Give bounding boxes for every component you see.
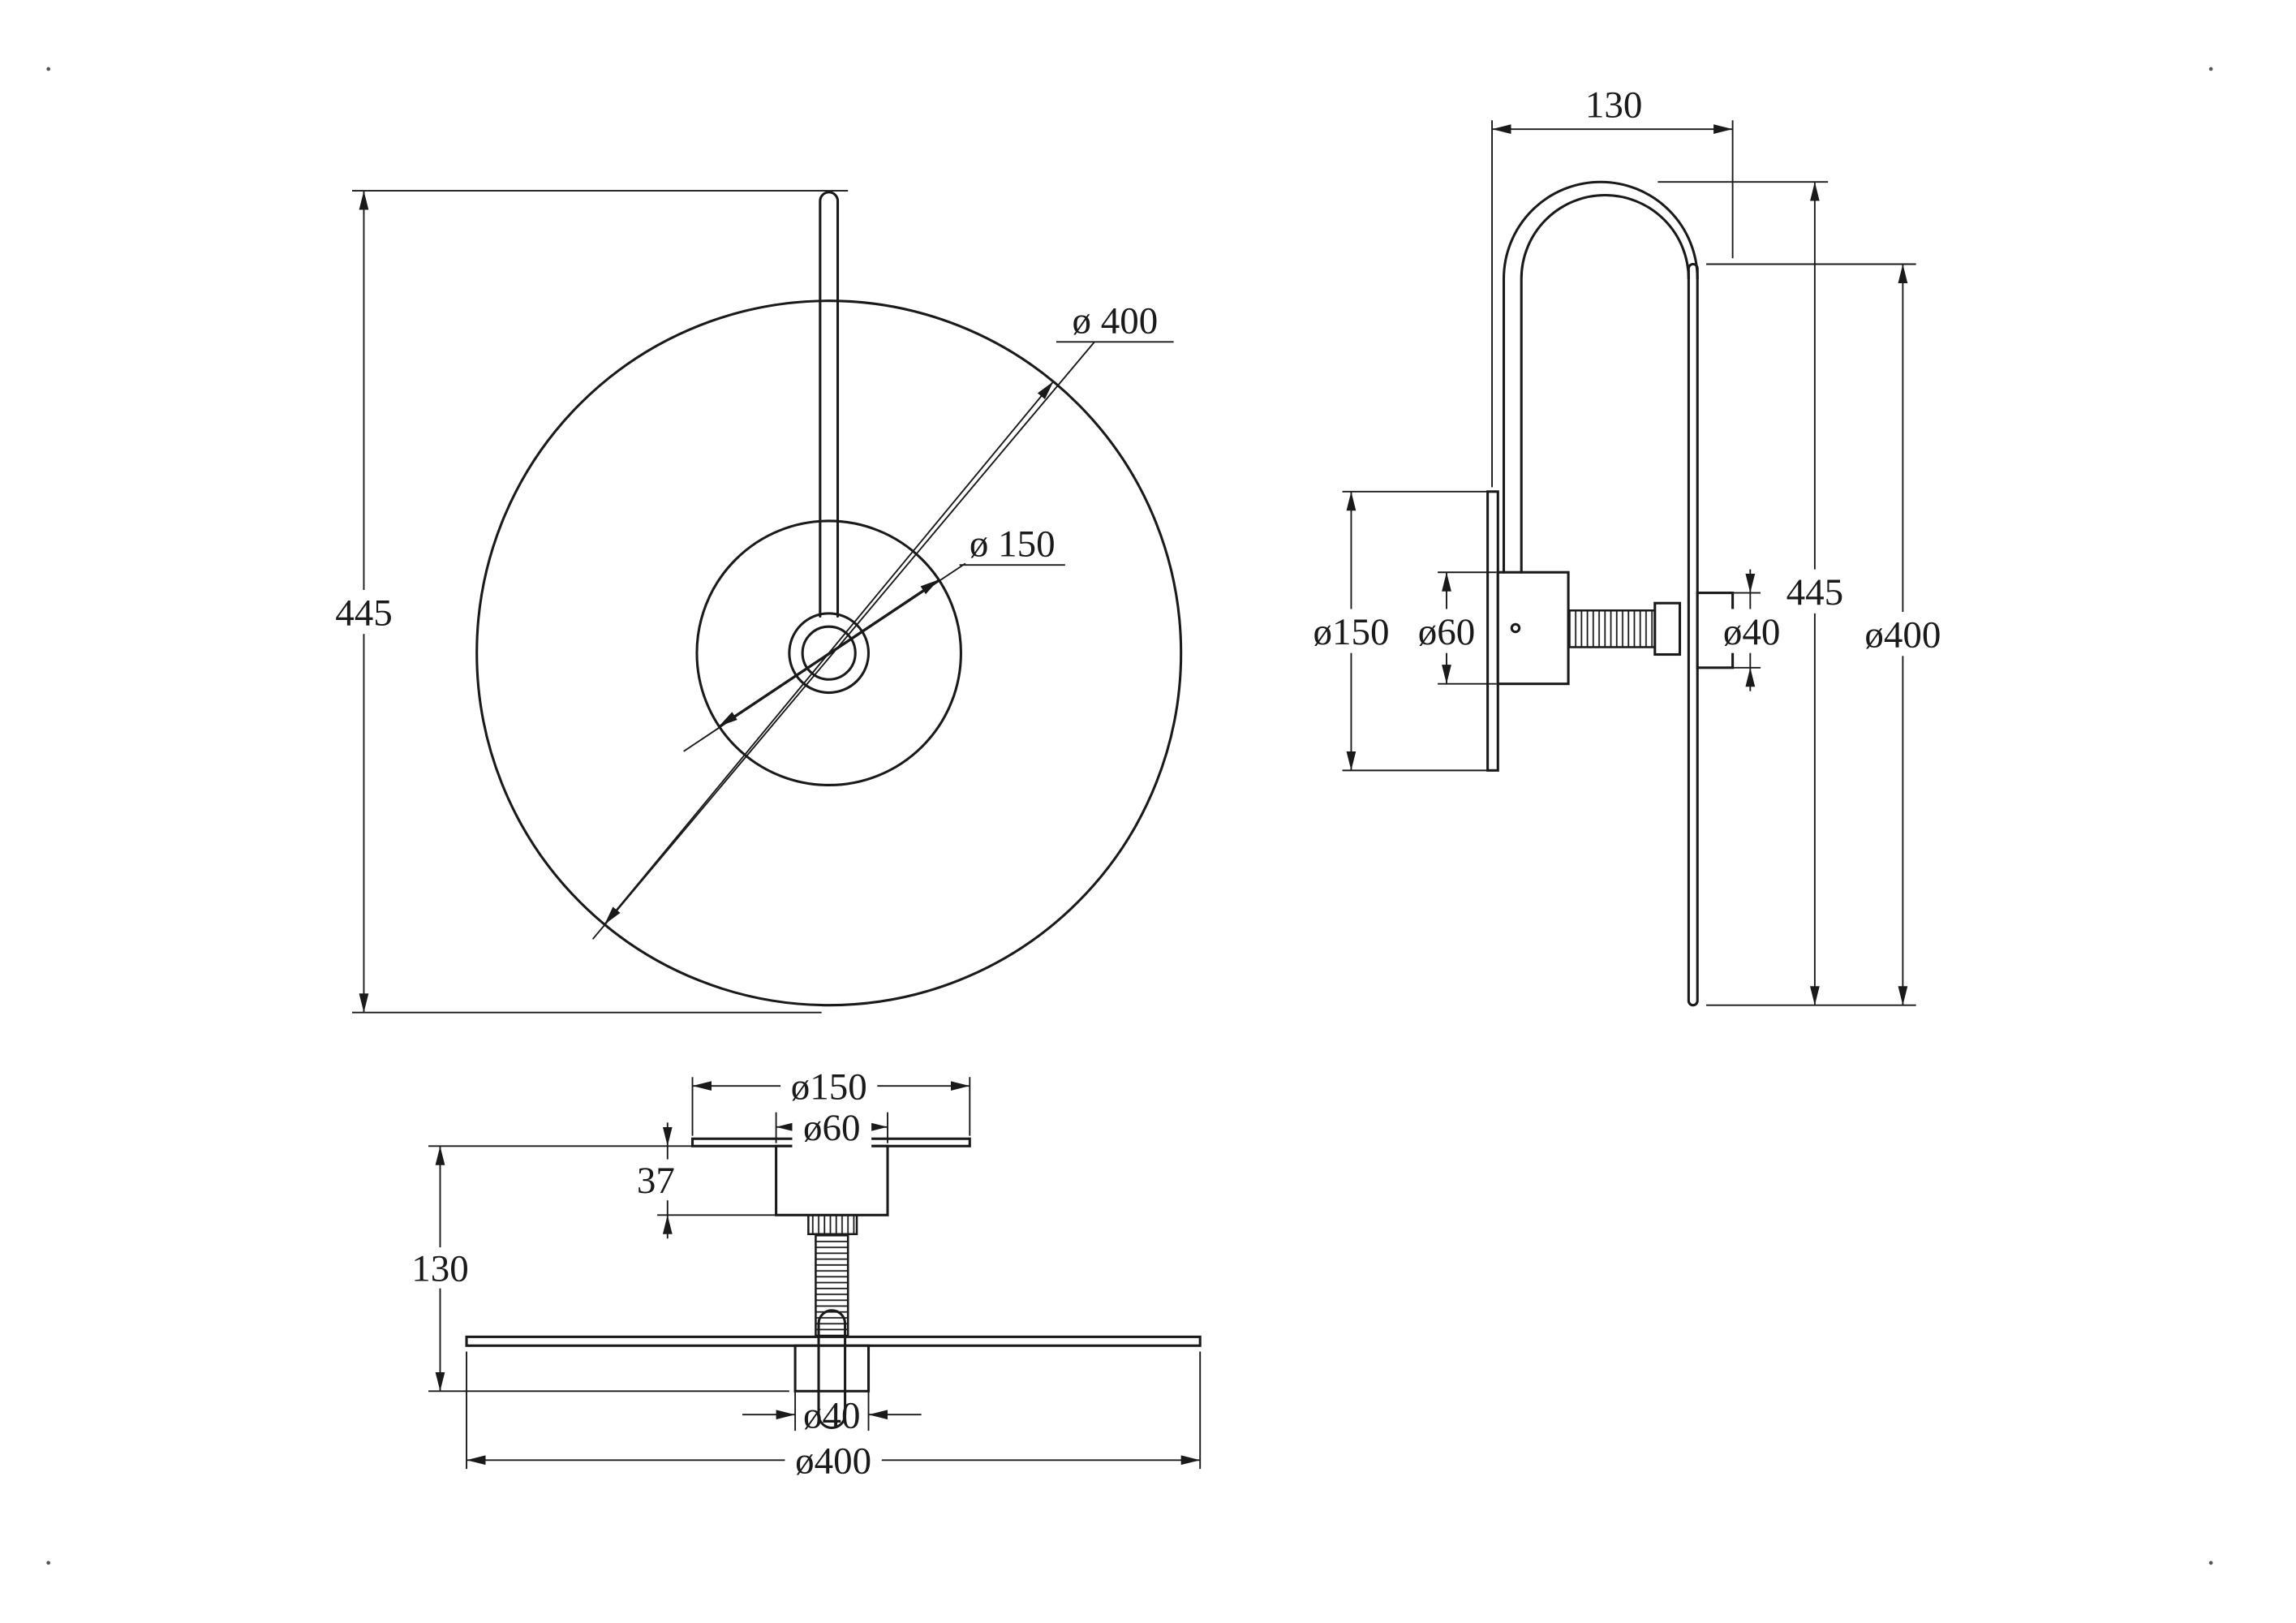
- bottom-hub-dia-label: ø40: [803, 1394, 861, 1436]
- bottom-threaded-rod: [815, 1233, 849, 1338]
- page-corner-marks: [46, 67, 2213, 1565]
- side-view: 130 ø150 ø60 ø40: [1302, 84, 1952, 1007]
- side-housing-dia-label: ø60: [1418, 611, 1476, 653]
- bottom-hub-block: [793, 1344, 871, 1393]
- side-dim-housing-diameter: ø60: [1407, 571, 1497, 685]
- front-outer-dia-label: ø 400: [1072, 299, 1158, 342]
- bottom-housing: [775, 1144, 889, 1216]
- side-housing: [1496, 570, 1570, 686]
- front-height-label: 445: [335, 592, 393, 634]
- side-depth-label: 130: [1585, 84, 1642, 127]
- side-disc-dia-label: ø400: [1864, 613, 1941, 656]
- front-dim-outer-diameter: ø 400: [591, 299, 1174, 940]
- side-arm-outer-curve: [1502, 180, 1699, 574]
- bottom-plate-dia-label: ø150: [791, 1065, 867, 1108]
- front-inner-dia-label: ø 150: [970, 523, 1056, 565]
- bottom-disc-dia-label: ø400: [795, 1440, 871, 1483]
- bottom-disc-edge: [465, 1335, 1202, 1347]
- side-disc-edge: [1687, 262, 1699, 1007]
- side-threaded-rod: [1567, 609, 1657, 648]
- side-hub-dia-label: ø40: [1723, 611, 1781, 653]
- side-dim-depth: 130: [1491, 84, 1734, 488]
- side-dim-disc-diameter: ø400: [1706, 263, 1952, 1005]
- side-dim-hub-diameter: ø40: [1713, 569, 1791, 691]
- bottom-knurled-nut: [807, 1214, 858, 1236]
- bottom-depth-label: 130: [411, 1248, 469, 1290]
- bottom-dim-housing-height: 37: [630, 1122, 776, 1239]
- bottom-dim-depth: 130: [398, 1145, 789, 1393]
- side-set-screw: [1510, 622, 1521, 634]
- front-view: 445 ø 400 ø 150: [322, 190, 1183, 1014]
- side-dim-height: 445: [1658, 181, 1916, 1006]
- side-nut: [1653, 601, 1682, 657]
- bottom-dim-hub-diameter: ø40: [742, 1391, 922, 1436]
- side-arm-inner-curve: [1520, 194, 1690, 574]
- front-stem-rod: [819, 191, 840, 618]
- bottom-rod-end: [817, 1309, 847, 1430]
- side-wall-plate: [1486, 490, 1499, 772]
- front-dim-inner-diameter: ø 150: [683, 523, 1065, 752]
- bottom-dim-housing-diameter: ø60: [775, 1107, 888, 1149]
- bottom-dim-plate-diameter: ø150: [691, 1065, 971, 1136]
- side-plate-dia-label: ø150: [1313, 611, 1389, 653]
- front-disc-outer-circle: [475, 299, 1183, 1007]
- side-height-label: 445: [1786, 571, 1844, 613]
- front-dim-height: 445: [322, 190, 849, 1014]
- bottom-view: ø150 ø60 37 130: [398, 1065, 1202, 1483]
- side-dim-plate-diameter: ø150: [1302, 490, 1491, 772]
- bottom-dim-disc-diameter: ø400: [466, 1351, 1202, 1483]
- bottom-housing-dia-label: ø60: [803, 1107, 861, 1149]
- bottom-housing-height-label: 37: [637, 1160, 675, 1202]
